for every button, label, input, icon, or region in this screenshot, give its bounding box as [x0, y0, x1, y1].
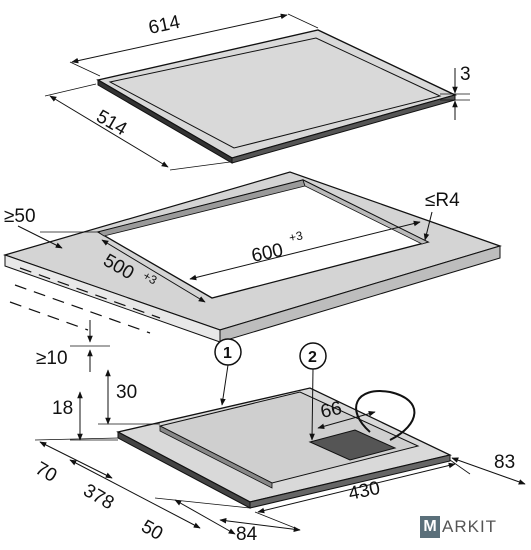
dim-min-10: ≥10 — [36, 320, 110, 372]
callout-1: 1 — [214, 338, 242, 406]
label-min-50: ≥50 — [4, 206, 36, 227]
label-514: 514 — [93, 106, 131, 140]
dim-min-50: ≥50 — [4, 206, 100, 249]
label-83: 83 — [494, 452, 515, 473]
callout-2-label: 2 — [308, 349, 317, 366]
label-30: 30 — [116, 382, 137, 403]
label-600-tol: +3 — [288, 228, 305, 245]
label-66: 66 — [319, 398, 344, 423]
callout-1-label: 1 — [223, 345, 232, 362]
label-70: 70 — [32, 458, 61, 487]
logo-text: ARKIT — [442, 517, 498, 536]
label-min-10: ≥10 — [36, 348, 68, 369]
hob-top-view — [96, 29, 457, 164]
label-3: 3 — [460, 64, 471, 85]
hob-body — [116, 387, 452, 509]
label-84: 84 — [236, 524, 258, 545]
label-378: 378 — [80, 480, 118, 514]
label-radius: ≤R4 — [425, 190, 460, 211]
dim-3: 3 — [440, 64, 471, 120]
dim-84: 84 — [219, 511, 301, 545]
cabinet-dashes — [9, 267, 161, 334]
label-500-tol: +3 — [141, 268, 160, 287]
label-18: 18 — [52, 398, 73, 419]
label-614: 614 — [147, 12, 183, 39]
label-50-bottom: 50 — [138, 516, 167, 545]
dim-radius: ≤R4 — [423, 190, 460, 241]
dim-66: 66 — [317, 398, 376, 429]
dim-18: 18 — [52, 391, 118, 441]
logo-mark: M — [420, 516, 440, 538]
dim-30: 30 — [98, 369, 160, 425]
dim-83: 83 — [451, 452, 526, 485]
callout-2: 2 — [299, 342, 327, 441]
